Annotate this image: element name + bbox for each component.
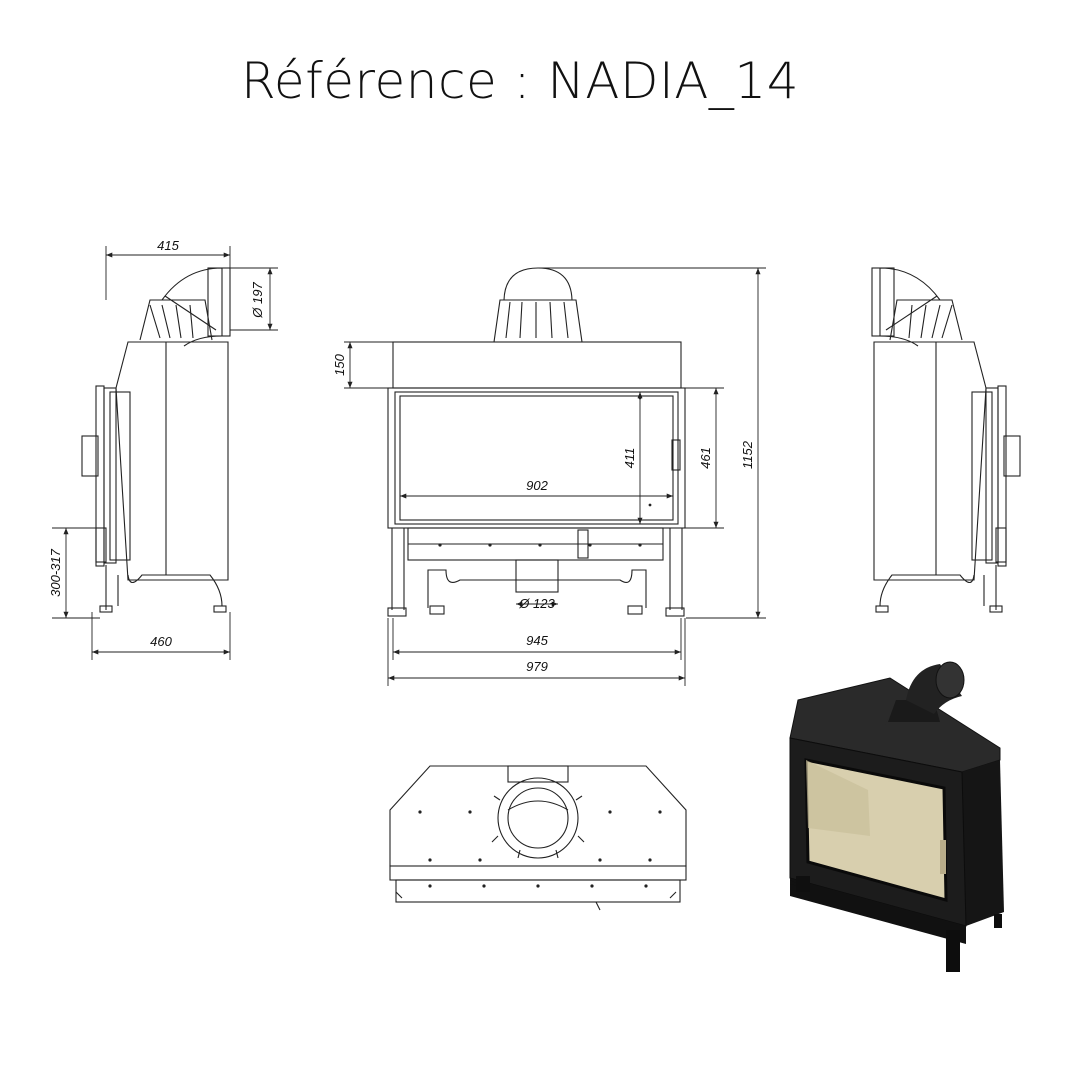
right-side-view — [871, 267, 1021, 613]
top-view — [389, 765, 687, 911]
dimension-label: 945 — [526, 633, 548, 648]
fireplace-3d-render — [789, 661, 1004, 972]
front-dimensions — [344, 267, 766, 686]
dimension-label: Ø 197 — [250, 282, 265, 319]
dimension-label: 460 — [150, 634, 172, 649]
page-title: Référence : NADIA_14 — [240, 52, 800, 110]
dimension-label: 300-317 — [48, 548, 63, 596]
left-side-dimensions — [52, 246, 278, 660]
dimension-label: 461 — [698, 447, 713, 469]
dimension-label: 902 — [526, 478, 548, 493]
left-side-view — [81, 267, 231, 613]
top-view-bolts — [418, 810, 662, 888]
dimension-label: 1152 — [740, 440, 755, 469]
dimension-label: 411 — [622, 448, 637, 469]
front-view-bolts — [438, 396, 652, 547]
dimension-label: 150 — [332, 353, 347, 375]
dimension-label: Ø 123 — [518, 596, 555, 611]
dimension-label: 415 — [157, 238, 179, 253]
dimension-label: 979 — [526, 659, 548, 674]
front-view — [387, 267, 686, 617]
